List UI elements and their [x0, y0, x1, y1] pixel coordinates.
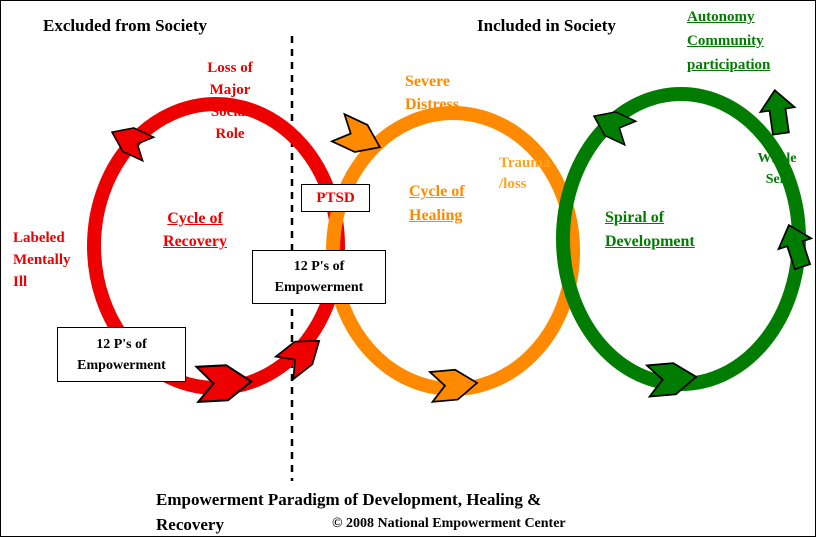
ptsd-box: PTSD	[301, 184, 370, 212]
empowerment-box-bottom: 12 P's of Empowerment	[57, 327, 186, 382]
recovery-arrow-bottom-icon	[194, 364, 254, 404]
trauma-loss-label: Trauma /loss	[499, 155, 551, 192]
whole-self-label: Whole Self	[757, 151, 797, 187]
diagram-title: Empowerment Paradigm of Development, Hea…	[156, 490, 542, 534]
development-arrow-right-up-icon	[776, 223, 814, 271]
cycle-of-healing-title: Cycle of Healing	[409, 183, 465, 224]
autonomy-community-participation-label: Autonomy Community participation	[687, 9, 771, 73]
severe-distress-label: Severe Distress	[405, 73, 459, 113]
excluded-from-society-header: Excluded from Society	[43, 16, 208, 35]
labeled-mentally-ill-label: Labeled Mentally Ill	[13, 230, 71, 290]
healing-arrow-bottom-icon	[427, 368, 479, 403]
included-in-society-header: Included in Society	[477, 16, 616, 35]
copyright-notice: © 2008 National Empowerment Center	[332, 516, 566, 531]
development-arrow-bottom-icon	[644, 362, 698, 398]
recovery-arrow-lower-right-icon	[273, 339, 321, 381]
development-arrow-top-right-up-icon	[758, 88, 797, 136]
healing-arrow-upper-left-icon	[329, 112, 382, 153]
recovery-arrow-upper-left-icon	[110, 127, 156, 163]
development-arrow-upper-left-icon	[592, 111, 638, 147]
cycle-of-recovery-title: Cycle of Recovery	[163, 210, 227, 250]
loss-of-major-social-role-label: Loss of Major Social Role	[207, 60, 253, 142]
spiral-of-development-title: Spiral of Development	[605, 209, 695, 250]
empowerment-box-right: 12 P's of Empowerment	[252, 250, 386, 304]
